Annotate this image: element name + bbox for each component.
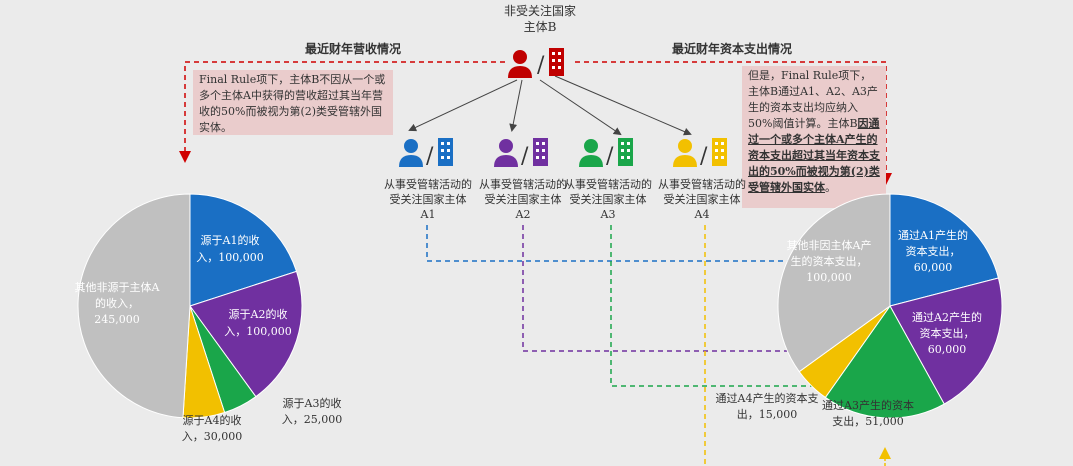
slash-icon: /: [606, 144, 614, 169]
entity-a4-icon-group: /: [673, 138, 727, 169]
left-pie-label-a4: 源于A4的收入，30,000: [181, 414, 243, 443]
building-icon: [712, 138, 727, 166]
right-section-title: 最近财年资本支出情况: [672, 42, 793, 56]
capex-pie-slice-5: [777, 193, 891, 373]
person-icon: [399, 139, 423, 167]
person-icon: [508, 50, 532, 78]
right-pie-label-a2: 通过A2产生的资本支出，60,000: [912, 311, 982, 356]
red-dashed-left: [179, 61, 505, 163]
left-pie-label-a3: 源于A3的收入，25,000: [281, 397, 343, 426]
person-icon: [579, 139, 603, 167]
right-note-end: 。: [825, 181, 836, 194]
left-pie-label-other: 其他非源于主体A的收入，245,000: [74, 281, 160, 326]
slash-icon: /: [537, 53, 545, 78]
entity-a2-label: 从事受管辖活动的受关注国家主体A2: [479, 178, 567, 221]
person-icon: [494, 139, 518, 167]
entity-a1-label: 从事受管辖活动的受关注国家主体A1: [384, 178, 472, 221]
left-pie-label-a2: 源于A2的收入，100,000: [224, 308, 292, 338]
capex-pie-slice-1: [889, 193, 1000, 307]
capex-pie-slice-3: [824, 305, 945, 419]
entity-a2-icon-group: /: [494, 138, 548, 169]
header-line1: 非受关注国家: [503, 4, 576, 18]
slash-icon: /: [426, 144, 434, 169]
slash-icon: /: [521, 144, 529, 169]
building-icon: [549, 48, 564, 76]
revenue-pie-chart: [77, 193, 303, 419]
arrow-b-a4: [554, 75, 692, 136]
entity-a3-label: 从事受管辖活动的受关注国家主体A3: [564, 178, 652, 221]
building-icon: [438, 138, 453, 166]
right-pie-label-a4: 通过A4产生的资本支出，15,000: [715, 392, 819, 421]
entity-a1-icon-group: /: [399, 138, 453, 169]
capex-pie-chart: [777, 193, 1003, 419]
entity-a4-label: 从事受管辖活动的受关注国家主体A4: [658, 178, 746, 221]
arrow-b-a3: [539, 79, 622, 136]
arrow-b-a1: [408, 79, 518, 132]
entity-a3-icon-group: /: [579, 138, 633, 169]
revenue-pie-slice-2: [189, 270, 303, 398]
blue-dashed: [426, 225, 963, 262]
revenue-pie-slice-5: [77, 193, 191, 419]
header: 非受关注国家 主体B: [490, 3, 590, 35]
capex-pie-slice-2: [889, 277, 1003, 405]
person-icon: [673, 139, 697, 167]
building-icon: [533, 138, 548, 166]
arrow-b-a2: [509, 79, 523, 132]
header-line2: 主体B: [523, 20, 557, 34]
right-pie-label-other: 其他非因主体A产生的资本支出，100,000: [786, 239, 872, 284]
revenue-pie-slice-1: [189, 193, 298, 307]
left-section-title: 最近财年营收情况: [305, 42, 402, 56]
building-icon: [618, 138, 633, 166]
green-dashed: [610, 225, 900, 387]
purple-dashed: [522, 225, 952, 352]
right-note-box: 但是，Final Rule项下，主体B通过A1、A2、A3产生的资本支出均应纳入…: [742, 66, 886, 208]
left-pie-label-a1: 源于A1的收入，100,000: [196, 234, 264, 264]
right-note-emphasis: 因通过一个或多个主体A产生的资本支出超过其当年资本支出的50%而被视为第(2)类…: [748, 117, 880, 194]
right-pie-label-a3: 通过A3产生的资本支出，51,000: [822, 399, 914, 428]
right-note-plain: 但是，Final Rule项下，主体B通过A1、A2、A3产生的资本支出均应纳入…: [748, 69, 878, 130]
red-dashed-right: [575, 61, 892, 185]
entity-b-icon-group: /: [508, 48, 564, 78]
left-note-text: Final Rule项下，主体B不因从一个或多个主体A中获得的营收超过其当年营收…: [199, 73, 386, 134]
right-pie-label-a1: 通过A1产生的资本支出，60,000: [898, 229, 968, 274]
left-note-box: Final Rule项下，主体B不因从一个或多个主体A中获得的营收超过其当年营收…: [193, 70, 393, 135]
slash-icon: /: [700, 144, 708, 169]
